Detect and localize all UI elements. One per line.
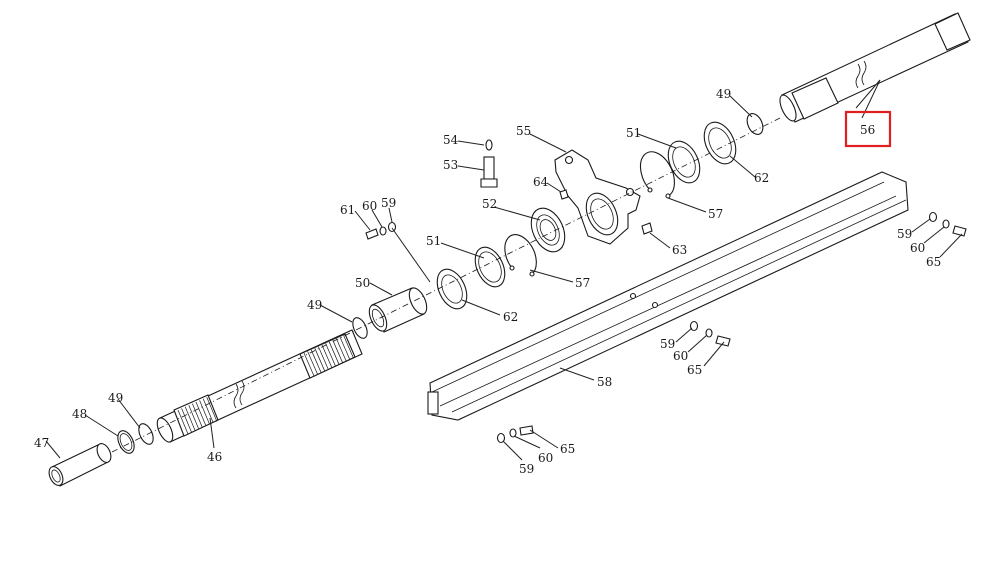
label-51-upper: 51 [626,126,641,140]
part-60-lock-washer [379,226,387,236]
part-48-ring [117,430,135,454]
label-62-lower: 62 [503,310,518,324]
leader-lines [45,79,963,461]
label-60-bottom: 60 [538,451,553,465]
label-49-mid: 49 [307,298,322,312]
part-61-screw [365,228,379,240]
label-56: 56 [860,123,875,137]
label-51-lower: 51 [426,234,441,248]
label-49-lower: 49 [108,391,123,405]
label-65-right: 65 [926,255,941,269]
part-49-snap-ring-lower [138,423,154,445]
highlight-box-56 [844,110,892,148]
label-50: 50 [355,276,370,290]
label-65-middle: 65 [687,363,702,377]
part-51-washer-upper [667,140,701,184]
fastener-set-bottom [496,425,534,444]
label-57-lower: 57 [575,276,590,290]
label-55: 55 [516,124,531,138]
part-64-grease-nipple [559,189,569,200]
label-47: 47 [34,436,49,450]
fastener-set-right [928,211,967,237]
part-50-bushing [368,287,428,333]
part-57-circlip-upper [639,151,675,199]
label-59-right: 59 [897,227,912,241]
label-61: 61 [340,203,355,217]
label-54: 54 [443,133,459,147]
part-54-pin [485,139,493,151]
fastener-set-middle [689,320,731,347]
label-46: 46 [207,450,222,464]
label-60-middle: 60 [673,349,688,363]
label-62-upper: 62 [754,171,769,185]
label-59-middle: 59 [660,337,675,351]
label-58: 58 [597,375,612,389]
label-53: 53 [443,158,458,172]
label-52: 52 [482,197,497,211]
part-58-channel-rail [427,171,909,421]
label-65-bottom: 65 [560,442,575,456]
label-60-left: 60 [362,199,377,213]
part-62-thrust-washer-lower [436,268,468,310]
part-47-sleeve [48,443,112,487]
label-49-upper: 49 [716,87,731,101]
part-49-snap-ring-upper [746,113,764,135]
label-63: 63 [672,243,687,257]
part-56-splined-shaft [779,12,971,123]
part-52-bearing [530,207,566,253]
part-46-splined-shaft [156,329,363,443]
callout-labels: 47 48 49 46 49 50 61 60 59 51 62 57 52 5… [34,87,941,476]
label-64: 64 [533,175,549,189]
part-63-grease-nipple [641,222,653,235]
part-62-thrust-washer-upper [703,121,737,165]
label-48: 48 [72,407,87,421]
label-59-left: 59 [381,196,396,210]
part-57-circlip-lower [504,234,537,277]
label-60-right: 60 [910,241,925,255]
label-59-bottom: 59 [519,462,534,476]
part-59-washer [387,221,397,233]
part-55-bearing-bracket [554,149,641,245]
label-57-upper: 57 [708,207,723,221]
part-53-bolt [480,156,498,188]
